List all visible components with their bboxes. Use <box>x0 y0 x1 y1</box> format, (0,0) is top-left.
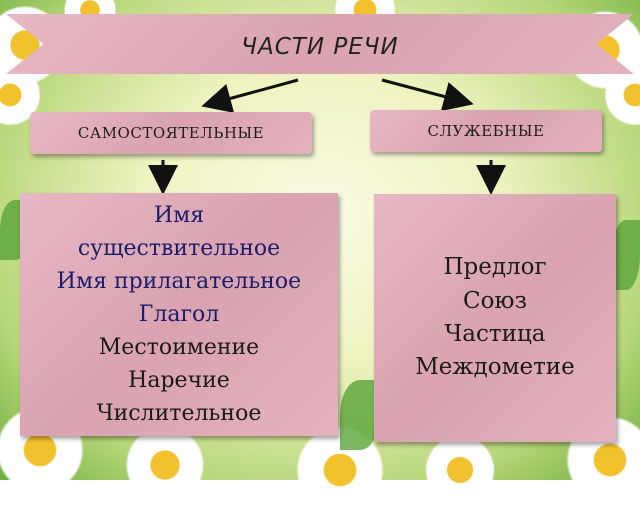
list-item: Предлог <box>443 254 547 281</box>
leaf-icon <box>340 380 380 450</box>
title-ribbon <box>6 14 634 74</box>
category-independent-label: САМОСТОЯТЕЛЬНЫЕ <box>77 124 265 142</box>
arrow-title-to-left <box>201 78 299 113</box>
list-item: Частица <box>444 321 546 347</box>
list-item: Числительное <box>96 401 262 426</box>
list-item: Союз <box>462 287 527 314</box>
diagram-title: ЧАСТИ РЕЧИ <box>241 34 399 60</box>
list-item: Наречие <box>128 368 230 393</box>
leaf-icon <box>612 220 640 290</box>
category-independent: САМОСТОЯТЕЛЬНЫЕ <box>30 112 312 154</box>
list-item: Имя <box>153 203 205 228</box>
category-auxiliary-label: СЛУЖЕБНЫЕ <box>427 122 545 140</box>
list-item: существительное <box>77 236 281 261</box>
list-item: Имя прилагательное <box>56 269 302 294</box>
arrow-title-to-right <box>381 78 474 112</box>
auxiliary-parts-list: Предлог Союз Частица Междометие <box>374 194 616 442</box>
list-item: Глагол <box>138 302 220 327</box>
list-item: Междометие <box>415 354 575 381</box>
independent-parts-list: Имя существительное Имя прилагательное Г… <box>20 193 338 436</box>
category-auxiliary: СЛУЖЕБНЫЕ <box>370 110 602 152</box>
connector-arrows <box>148 78 506 195</box>
list-item: Местоимение <box>98 335 260 360</box>
